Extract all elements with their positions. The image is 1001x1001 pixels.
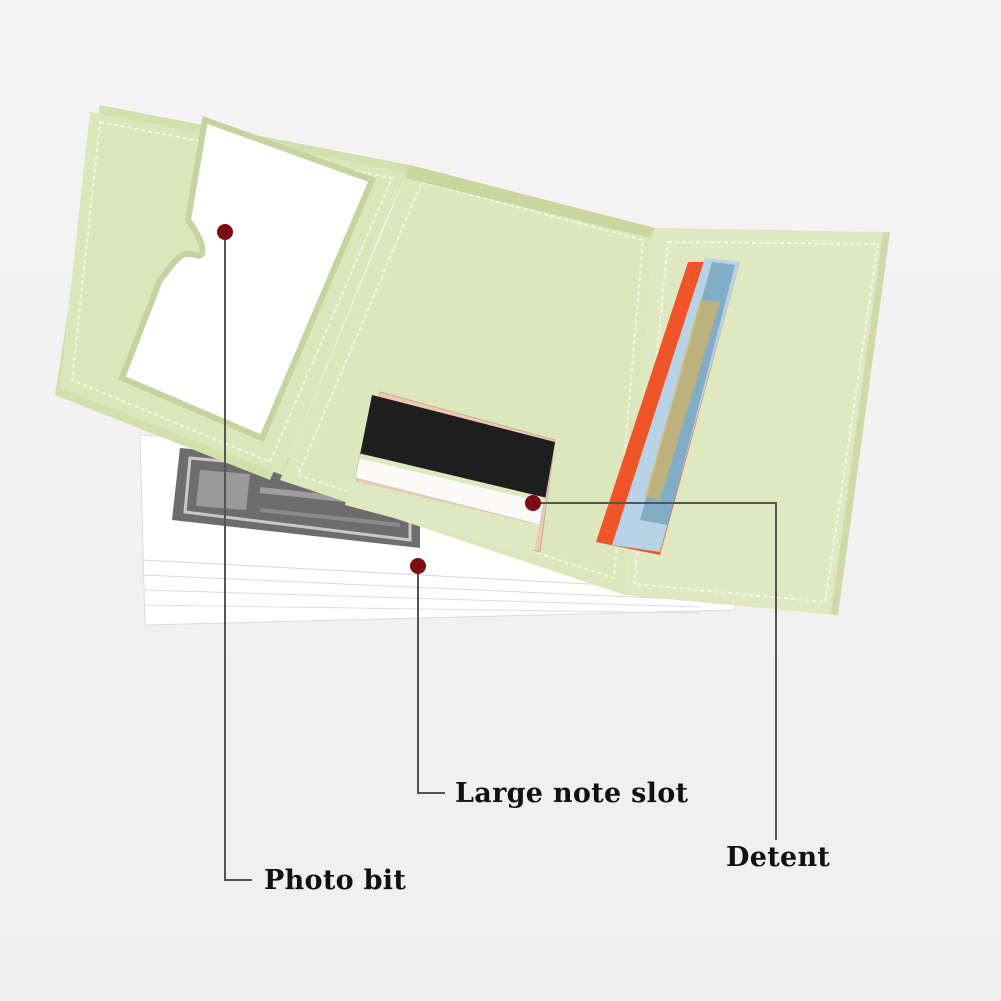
marker-detent [525,495,541,511]
callout-label-detent: Detent [726,842,831,873]
marker-photo [217,224,233,240]
left-flap [55,105,410,480]
callout-leader-lines [224,232,777,881]
leader-line-photo [224,232,252,881]
callout-markers [217,224,541,574]
right-panel [596,228,890,615]
photo-window [118,115,377,442]
callout-label-large-note-slot: Large note slot [455,778,689,809]
leader-line-note [417,566,445,794]
marker-note [410,558,426,574]
credit-card [596,258,740,555]
leader-line-detent [533,502,777,840]
card-slots [345,391,556,555]
callout-label-photo-bit: Photo bit [264,865,407,896]
